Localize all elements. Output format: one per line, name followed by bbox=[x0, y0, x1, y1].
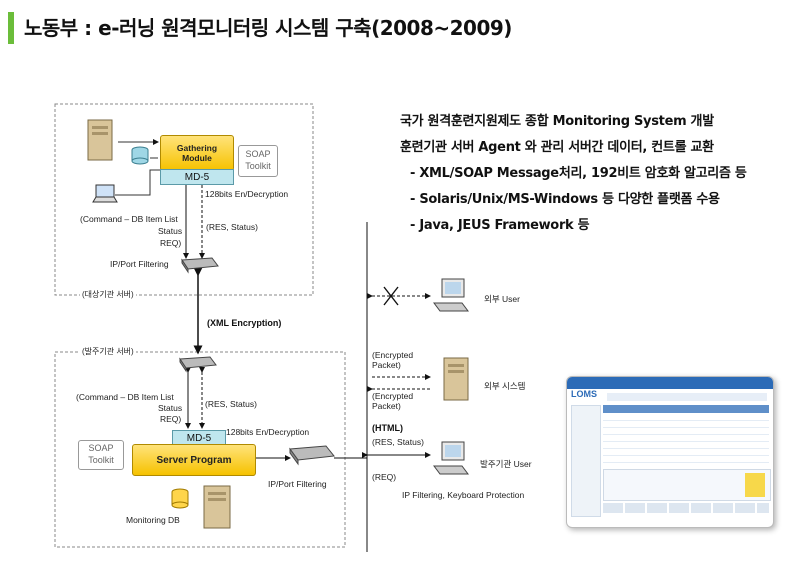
upper-filter-label: IP/Port Filtering bbox=[110, 259, 169, 269]
lower-box-label: (발주기관 서버) bbox=[80, 346, 136, 357]
lower-res-label: (RES, Status) bbox=[205, 399, 257, 409]
upper-server-icon bbox=[87, 119, 113, 161]
desc-line-3: - XML/SOAP Message처리, 192비트 암호화 알고리즘 등 bbox=[410, 166, 747, 181]
external-system-server-icon bbox=[443, 357, 469, 401]
upper-command-l3: REQ) bbox=[160, 238, 182, 248]
monitoring-db-label: Monitoring DB bbox=[126, 515, 180, 525]
lower-command-l3: REQ) bbox=[160, 414, 182, 424]
laptop-icon bbox=[92, 184, 118, 203]
lower-crypto-label: 128bits En/Decryption bbox=[226, 427, 310, 437]
lower-firewall-icon bbox=[179, 356, 217, 373]
page-title: 노동부 : e-러닝 원격모니터링 시스템 구축(2008~2009) bbox=[24, 16, 512, 40]
client-res-label: (RES, Status) bbox=[372, 437, 424, 447]
external-user-pc-icon bbox=[433, 278, 469, 312]
enc-packet-label-1: (Encrypted Packet) bbox=[372, 350, 414, 371]
server-program: Server Program bbox=[132, 444, 256, 476]
title-accent-bar bbox=[8, 12, 14, 44]
upper-command-l2: Status bbox=[158, 226, 183, 236]
screenshot-nav bbox=[607, 393, 767, 401]
upper-server-box bbox=[54, 103, 314, 296]
external-system-label: 외부 시스템 bbox=[484, 381, 526, 391]
screenshot-highlight bbox=[745, 473, 765, 497]
enc-packet-label-2: (Encrypted Packet) bbox=[372, 391, 414, 412]
screenshot-chart-area bbox=[603, 469, 771, 501]
upper-box-label: (대상기관 서버) bbox=[80, 289, 136, 300]
upper-db-icon bbox=[131, 146, 149, 165]
desc-line-2: 훈련기관 서버 Agent 와 관리 서버간 데이터, 컨트롤 교환 bbox=[400, 140, 714, 155]
client-req-label: (REQ) bbox=[372, 472, 397, 482]
lower-filter-label: IP/Port Filtering bbox=[268, 479, 327, 489]
lower-command-l2: Status bbox=[158, 403, 183, 413]
client-user-pc-icon bbox=[433, 441, 469, 475]
protection-label: IP Filtering, Keyboard Protection bbox=[402, 490, 525, 500]
lower-soap-toolkit: SOAP Toolkit bbox=[78, 440, 124, 470]
desc-line-1: 국가 원격훈련지원제도 종합 Monitoring System 개발 bbox=[400, 114, 714, 129]
upper-command-l1: (Command – DB Item List bbox=[80, 214, 178, 224]
desc-line-4: - Solaris/Unix/MS-Windows 등 다양한 플랫폼 수용 bbox=[410, 192, 720, 207]
app-screenshot: LOMS bbox=[566, 376, 774, 528]
screenshot-table bbox=[603, 414, 769, 466]
upper-crypto-label: 128bits En/Decryption bbox=[205, 189, 289, 199]
xml-encryption-label: (XML Encryption) bbox=[207, 318, 282, 328]
upper-res-label: (RES, Status) bbox=[206, 222, 258, 232]
lower-server-icon bbox=[203, 485, 231, 529]
screenshot-sidebar bbox=[571, 405, 601, 517]
upper-firewall-icon bbox=[181, 257, 219, 274]
screenshot-table-header bbox=[603, 405, 769, 413]
upper-md5: MD-5 bbox=[160, 169, 234, 185]
lower-firewall-icon-2 bbox=[289, 445, 335, 466]
screenshot-brand: LOMS bbox=[571, 389, 597, 399]
monitoring-db-icon bbox=[171, 488, 189, 509]
screenshot-topbar bbox=[567, 377, 773, 389]
gathering-module: Gathering Module bbox=[160, 135, 234, 171]
client-user-label: 발주기관 User bbox=[480, 459, 532, 469]
desc-line-5: - Java, JEUS Framework 등 bbox=[410, 218, 590, 233]
external-user-label: 외부 User bbox=[484, 294, 520, 304]
screenshot-footer bbox=[603, 503, 769, 513]
upper-soap-toolkit: SOAP Toolkit bbox=[238, 145, 278, 177]
lower-command-l1: (Command – DB Item List bbox=[76, 392, 174, 402]
html-label: (HTML) bbox=[372, 423, 403, 433]
